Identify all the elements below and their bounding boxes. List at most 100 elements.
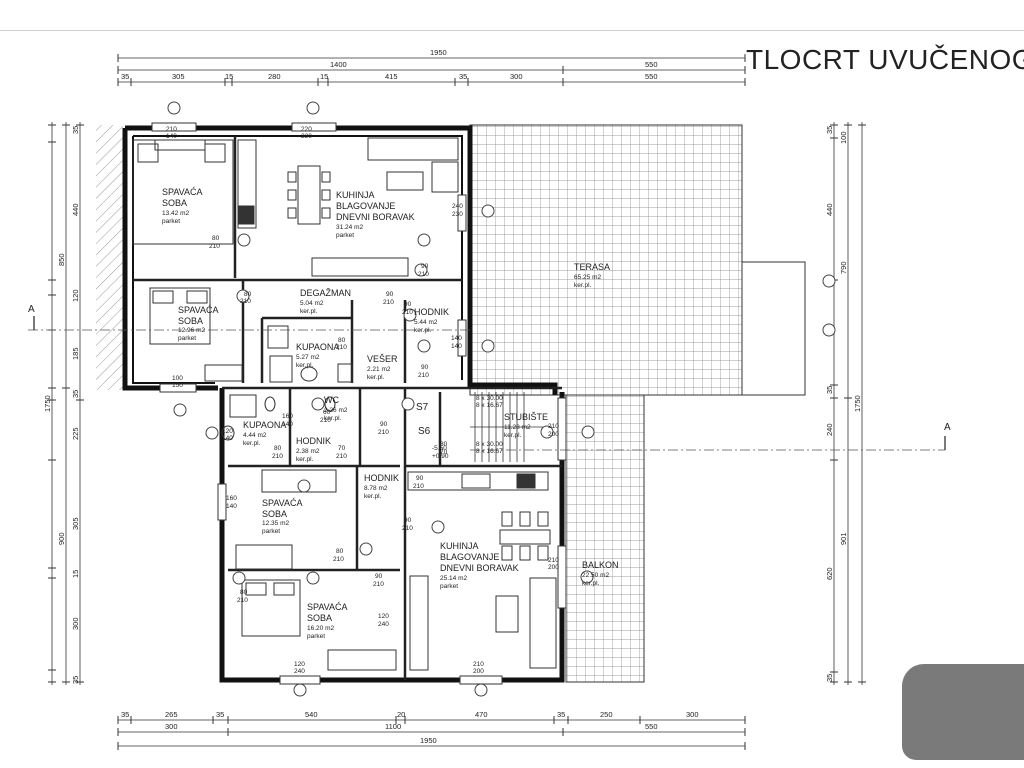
room-10-area: 4.44 m2 bbox=[243, 432, 267, 439]
opening-4-h: 210 bbox=[418, 271, 429, 278]
opening-29-h: 140 bbox=[282, 421, 293, 428]
dim-top-c1: 35 bbox=[121, 72, 129, 81]
room-11-name: HODNIK bbox=[296, 436, 331, 446]
room-6-area: 5.44 m2 bbox=[414, 319, 438, 326]
stair-level-1: -5.50 bbox=[432, 445, 447, 452]
opening-13-h: 210 bbox=[320, 417, 331, 424]
opening-19-h: 140 bbox=[166, 133, 177, 140]
section-mark-left: A bbox=[28, 304, 35, 315]
room-4-name: DEGAŽMAN bbox=[300, 288, 351, 298]
room-4-floor: ker.pl. bbox=[300, 308, 318, 315]
opening-11-h: 210 bbox=[333, 556, 344, 563]
opening-16-w: 90 bbox=[404, 301, 412, 308]
dim-left-8: 305 bbox=[71, 517, 80, 530]
opening-25-w: 210 bbox=[548, 557, 559, 564]
opening-30-h: 70 bbox=[440, 449, 448, 456]
room-2-name: KUHINJA bbox=[336, 190, 375, 200]
room-12-area: 11.28 m2 bbox=[504, 424, 531, 431]
opening-28-h: 240 bbox=[378, 621, 389, 628]
dim-bot-b1: 300 bbox=[165, 722, 178, 731]
room-15-name: KUHINJA bbox=[440, 541, 479, 551]
opening-1-w: 80 bbox=[212, 235, 220, 242]
terrace-side-planter bbox=[741, 261, 806, 396]
opening-23-h: 140 bbox=[222, 435, 233, 442]
opening-2-w: 80 bbox=[244, 291, 252, 298]
dim-bot-a6: 470 bbox=[475, 710, 488, 719]
furniture bbox=[132, 137, 557, 671]
room-3-floor: ker.pl. bbox=[574, 282, 592, 289]
dim-right-6: 240 bbox=[825, 423, 834, 436]
dim-top-c9: 550 bbox=[645, 72, 658, 81]
opening-23-w: 120 bbox=[222, 428, 233, 435]
room-12-name: STUBIŠTE bbox=[504, 412, 548, 422]
right-dimensions: 35 100 440 790 35 240 620 901 35 1750 bbox=[825, 126, 862, 682]
dim-left-7: 225 bbox=[71, 427, 80, 440]
room-10-floor: ker.pl. bbox=[243, 440, 261, 447]
room-1-area: 13.42 m2 bbox=[162, 210, 189, 217]
room-6-floor: ker.pl. bbox=[414, 327, 432, 334]
room-9-area: 2.26 m2 bbox=[324, 407, 348, 414]
dimension-lines bbox=[51, 57, 863, 747]
opening-5-h: 210 bbox=[418, 372, 429, 379]
room-10-name: KUPAONA bbox=[243, 420, 286, 430]
opening-20-h: 230 bbox=[301, 133, 312, 140]
room-16-floor: ker.pl. bbox=[582, 580, 600, 587]
room-7-floor: ker.pl. bbox=[296, 362, 314, 369]
dim-bot-a7: 35 bbox=[557, 710, 565, 719]
stair-labels: 8 x 30.00 8 x 16.67 8 x 30.00 8 x 16.67 … bbox=[416, 395, 503, 460]
dim-left-1: 35 bbox=[71, 126, 80, 134]
room-1-name2: SOBA bbox=[162, 198, 187, 208]
opening-1-h: 210 bbox=[209, 243, 220, 250]
room-14-name2: SOBA bbox=[262, 509, 287, 519]
room-13-name: HODNIK bbox=[364, 473, 399, 483]
opening-17-w: 240 bbox=[452, 203, 463, 210]
stair-mark-s6: S6 bbox=[418, 426, 431, 437]
redaction-blot bbox=[902, 664, 1024, 760]
opening-17-h: 230 bbox=[452, 211, 463, 218]
stair-flight-2: 8 x 30.00 bbox=[476, 441, 503, 448]
hatched-ground-strip bbox=[96, 125, 123, 390]
room-5-name2: SOBA bbox=[178, 316, 203, 326]
dimension-ticks bbox=[48, 54, 866, 750]
room-8-name: VEŠER bbox=[367, 354, 398, 364]
room-16-name: BALKON bbox=[582, 560, 619, 570]
room-11-area: 2.38 m2 bbox=[296, 448, 320, 455]
dim-right-9: 35 bbox=[825, 674, 834, 682]
dim-top-c5: 15 bbox=[320, 72, 328, 81]
opening-8-h: 210 bbox=[336, 453, 347, 460]
dim-left-2: 440 bbox=[71, 203, 80, 216]
dim-top-c3: 15 bbox=[225, 72, 233, 81]
dim-bot-a4: 540 bbox=[305, 710, 318, 719]
opening-27-w: 120 bbox=[294, 661, 305, 668]
dim-top-total: 1950 bbox=[430, 48, 447, 57]
stair-mark-s7: S7 bbox=[416, 402, 429, 413]
opening-3-h: 210 bbox=[383, 299, 394, 306]
stair-treads bbox=[470, 392, 552, 462]
room-11-floor: ker.pl. bbox=[296, 456, 314, 463]
opening-11-w: 80 bbox=[336, 548, 344, 555]
opening-6-h: 210 bbox=[336, 344, 347, 351]
dim-bot-a3: 35 bbox=[216, 710, 224, 719]
opening-18-w: 140 bbox=[451, 335, 462, 342]
stair-level-2: +0.90 bbox=[432, 453, 449, 460]
opening-10-h: 210 bbox=[402, 525, 413, 532]
dim-left-5: 185 bbox=[71, 347, 80, 360]
room-2-area: 31.24 m2 bbox=[336, 224, 363, 231]
room-13-area: 8.78 m2 bbox=[364, 485, 388, 492]
room-1-name: SPAVAĆA bbox=[162, 187, 203, 197]
opening-9-h: 210 bbox=[378, 429, 389, 436]
opening-24-h: 200 bbox=[548, 431, 559, 438]
dim-left-9: 15 bbox=[71, 570, 80, 578]
dim-right-2: 100 bbox=[839, 131, 848, 144]
dim-left-11: 35 bbox=[71, 676, 80, 684]
opening-13-w: 60 bbox=[323, 409, 331, 416]
room-7-area: 5.27 m2 bbox=[296, 354, 320, 361]
opening-19-w: 210 bbox=[166, 126, 177, 133]
opening-5-w: 90 bbox=[421, 364, 429, 371]
dim-top-c7: 35 bbox=[459, 72, 467, 81]
dim-left-total-1: 1750 bbox=[43, 395, 52, 412]
dim-left-6: 35 bbox=[71, 390, 80, 398]
opening-27-h: 240 bbox=[294, 668, 305, 675]
dim-top-b: 550 bbox=[645, 60, 658, 69]
room-15-floor: parket bbox=[440, 583, 458, 590]
